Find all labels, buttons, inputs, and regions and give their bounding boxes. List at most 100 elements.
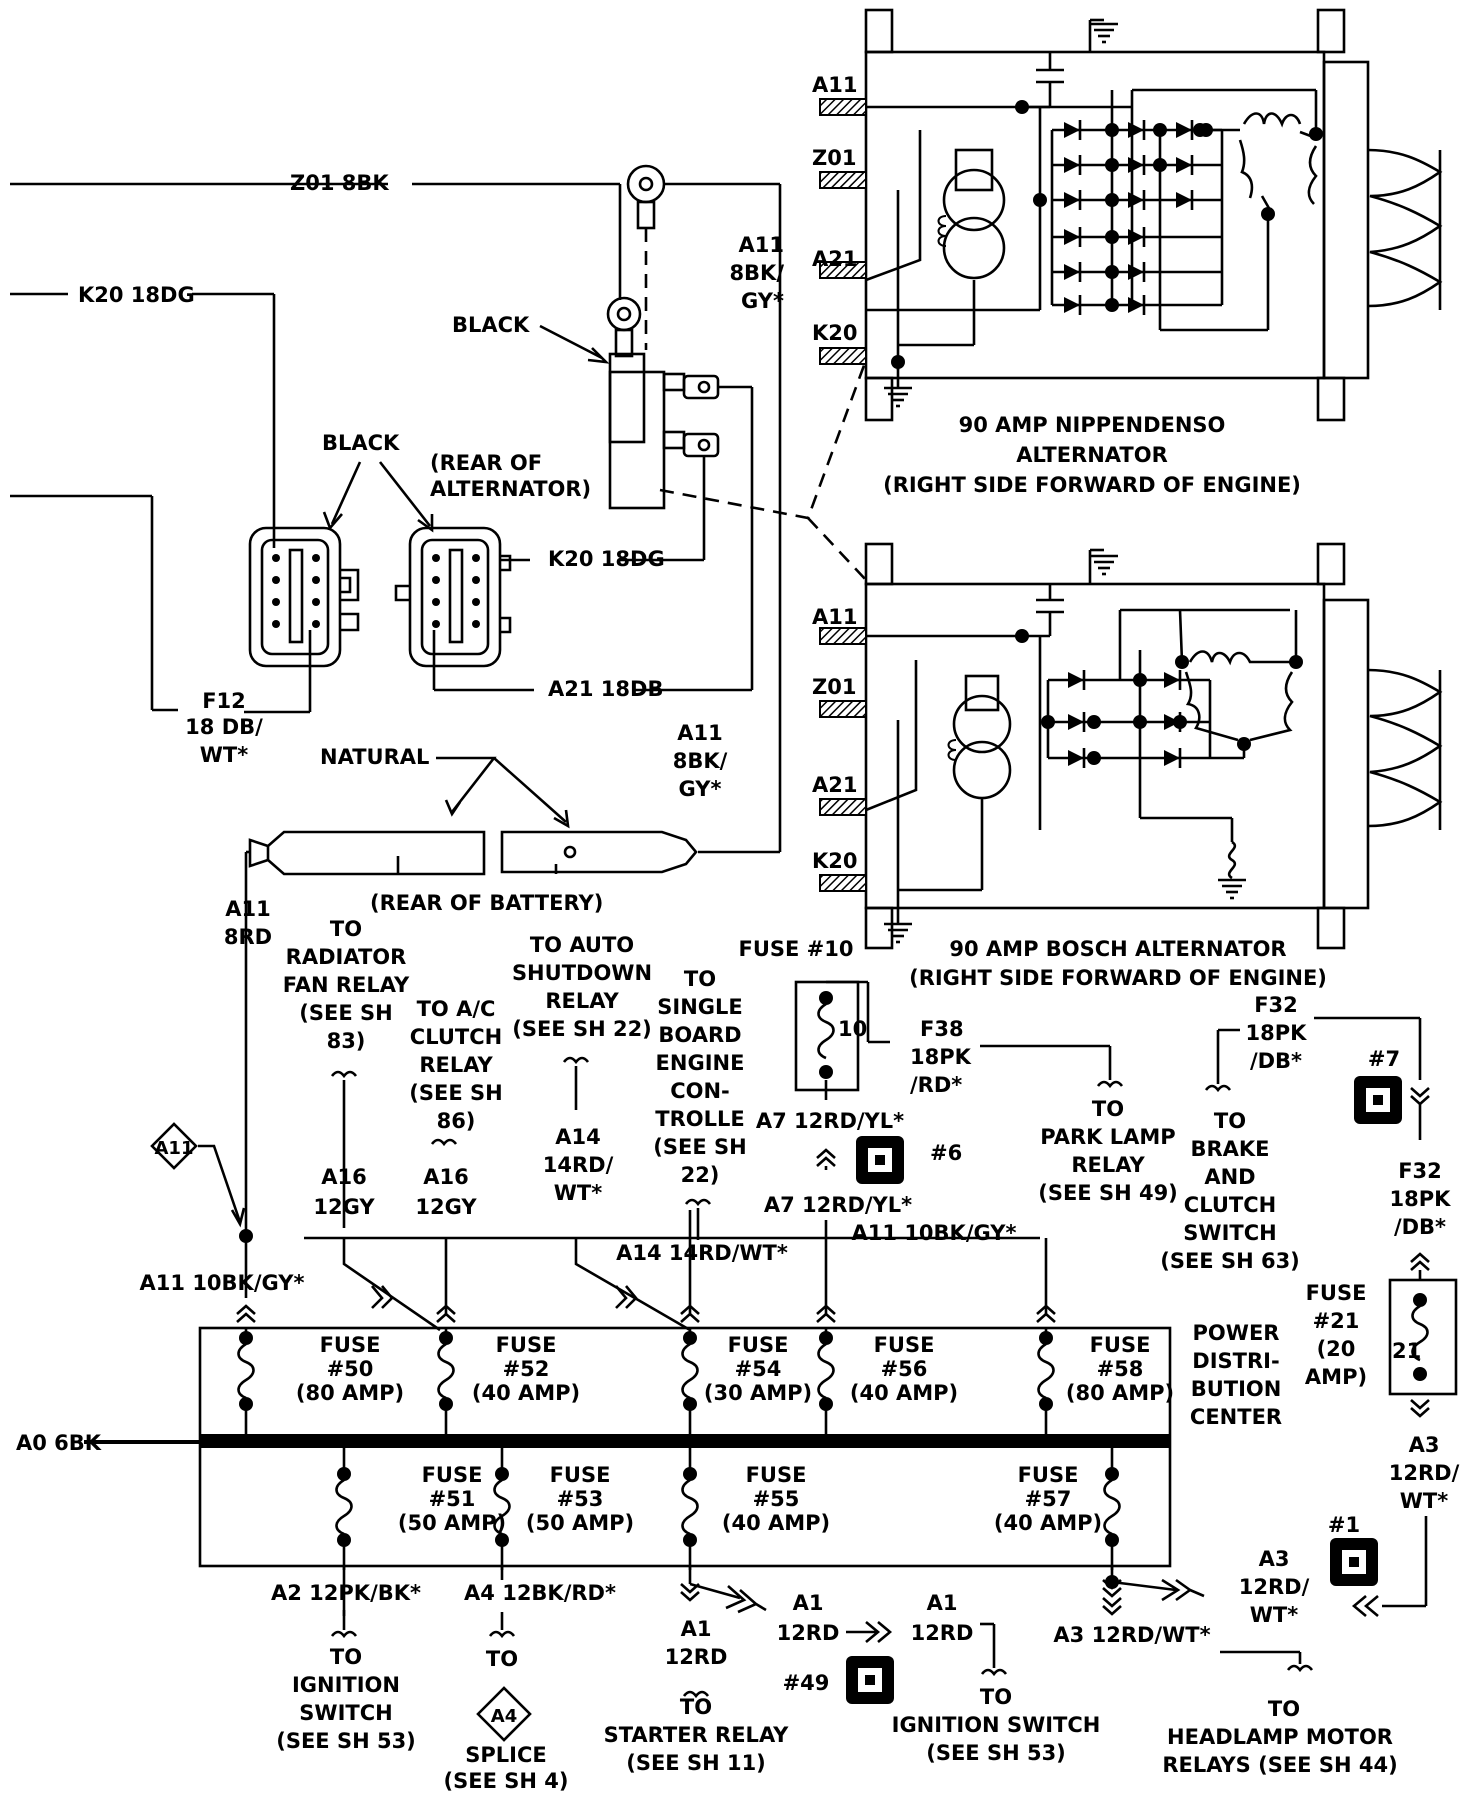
wire-a11-10bk-right: A11 10BK/GY* bbox=[852, 1221, 1017, 1245]
fuse-bottom-1-text-2: (50 AMP) bbox=[526, 1511, 634, 1535]
fuse-top-1-text-0: FUSE bbox=[496, 1333, 557, 1357]
pdc-label-4: CENTER bbox=[1190, 1405, 1282, 1429]
wire-a16-2-2: 12GY bbox=[415, 1195, 477, 1219]
wire-k20-conn: K20 18DG bbox=[548, 547, 665, 571]
fuse-top-1-text-2: (40 AMP) bbox=[472, 1381, 580, 1405]
plug-left bbox=[248, 526, 360, 668]
fuse21-label-3: (20 bbox=[1317, 1337, 1356, 1361]
fuse-bottom-1-text-0: FUSE bbox=[550, 1463, 611, 1487]
splice-a4-icon: A4 bbox=[476, 1686, 532, 1742]
fuse-bottom-2-text-2: (40 AMP) bbox=[722, 1511, 830, 1535]
dest-starter-1: TO bbox=[680, 1695, 712, 1719]
dest-park-3: RELAY bbox=[1071, 1153, 1145, 1177]
connector-1-icon bbox=[1330, 1538, 1378, 1586]
fuse-row-bottom: FUSE#51(50 AMP)FUSE#53(50 AMP)FUSE#55(40… bbox=[335, 1448, 1121, 1570]
dest-sbec-2: SINGLE bbox=[657, 995, 742, 1019]
fuse-bottom-0-text-0: FUSE bbox=[422, 1463, 483, 1487]
dest-asd-4: (SEE SH 22) bbox=[512, 1017, 652, 1041]
fuse-bottom-2-text-1: #55 bbox=[753, 1487, 800, 1511]
fuse-top-3-text-0: FUSE bbox=[874, 1333, 935, 1357]
fuse-bottom-3-text-0: FUSE bbox=[1018, 1463, 1079, 1487]
dest-brake-1: TO bbox=[1214, 1109, 1246, 1133]
wire-f38-1: F38 bbox=[920, 1017, 964, 1041]
fuse-bottom-2: FUSE#55(40 AMP) bbox=[681, 1463, 830, 1570]
wire-a14-1-1: A14 bbox=[555, 1125, 600, 1149]
wire-a21-conn: A21 18DB bbox=[548, 677, 663, 701]
dest-asd-1: TO AUTO bbox=[530, 933, 634, 957]
dest-brake-2: BRAKE bbox=[1190, 1137, 1269, 1161]
pin-label-a11-top: A11 bbox=[812, 73, 857, 97]
fuse-bottom-0-text-1: #51 bbox=[429, 1487, 476, 1511]
dest-splice-3: (SEE SH 4) bbox=[444, 1769, 569, 1793]
wire-f32-2-3: /DB* bbox=[1394, 1215, 1446, 1239]
dest-radiator-2: RADIATOR bbox=[286, 945, 407, 969]
connector-49-icon bbox=[846, 1656, 894, 1704]
connector-6-label: #6 bbox=[930, 1141, 962, 1165]
pin-label-k20-top: K20 bbox=[812, 321, 858, 345]
dest-radiator-5: 83) bbox=[327, 1029, 366, 1053]
dest-ign1-2: IGNITION bbox=[292, 1673, 400, 1697]
dest-brake-6: (SEE SH 63) bbox=[1160, 1249, 1300, 1273]
label-fuse10: FUSE #10 bbox=[739, 937, 854, 961]
fuse21-label-1: FUSE bbox=[1306, 1281, 1367, 1305]
fuse-top-3-text-2: (40 AMP) bbox=[850, 1381, 958, 1405]
power-distribution-center bbox=[84, 1326, 1172, 1568]
wire-f12-2: 18 DB/ bbox=[185, 715, 263, 739]
wire-a3-mid-2: 12RD/ bbox=[1239, 1575, 1310, 1599]
dest-ac-5: 86) bbox=[437, 1109, 476, 1133]
dest-starter-2: STARTER RELAY bbox=[604, 1723, 790, 1747]
wire-a1-1-1: A1 bbox=[681, 1617, 712, 1641]
wire-a11-top-2: 8BK/ bbox=[729, 261, 784, 285]
dest-brake-3: AND bbox=[1204, 1165, 1255, 1189]
fuse-top-2: FUSE#54(30 AMP) bbox=[681, 1331, 812, 1434]
wire-f32-1-3: /DB* bbox=[1250, 1049, 1302, 1073]
dest-headlamp-3: RELAYS (SEE SH 44) bbox=[1162, 1753, 1397, 1777]
fuse-top-1-text-1: #52 bbox=[503, 1357, 550, 1381]
dest-asd-2: SHUTDOWN bbox=[512, 961, 652, 985]
dest-ign2-1: TO bbox=[980, 1685, 1012, 1709]
dest-sbec-5: CON- bbox=[670, 1079, 730, 1103]
dest-park-4: (SEE SH 49) bbox=[1038, 1181, 1178, 1205]
wire-a11-10bk-left: A11 10BK/GY* bbox=[140, 1271, 305, 1295]
fuse-top-4-text-2: (80 AMP) bbox=[1066, 1381, 1174, 1405]
wire-a16-1-2: 12GY bbox=[313, 1195, 375, 1219]
splice-a11-icon: A11 bbox=[150, 1122, 198, 1170]
dest-ign2-3: (SEE SH 53) bbox=[926, 1741, 1066, 1765]
dest-radiator-4: (SEE SH bbox=[299, 1001, 392, 1025]
label-black-2: BLACK bbox=[322, 431, 400, 455]
pin-label-z01-bot: Z01 bbox=[812, 675, 856, 699]
fuse-bottom-0-text-2: (50 AMP) bbox=[398, 1511, 506, 1535]
fuse21-label-4: AMP) bbox=[1305, 1365, 1367, 1389]
wire-a1-2-1: A1 bbox=[793, 1591, 824, 1615]
alternator-bosch bbox=[819, 542, 1443, 950]
dest-ac-2: CLUTCH bbox=[410, 1025, 502, 1049]
dest-ign1-3: SWITCH bbox=[299, 1701, 392, 1725]
dest-radiator-1: TO bbox=[330, 917, 362, 941]
plug-right bbox=[394, 526, 512, 668]
fuse-top-0-text-1: #50 bbox=[327, 1357, 374, 1381]
label-black-1: BLACK bbox=[452, 313, 530, 337]
dest-sbec-3: BOARD bbox=[658, 1023, 741, 1047]
connector-7-label: #7 bbox=[1368, 1047, 1400, 1071]
dest-brake-5: SWITCH bbox=[1183, 1221, 1276, 1245]
dest-headlamp-1: TO bbox=[1268, 1697, 1300, 1721]
fuse-row-top: FUSE#50(80 AMP)FUSE#52(40 AMP)FUSE#54(30… bbox=[237, 1328, 1174, 1434]
fuse-10: 10 bbox=[794, 980, 890, 1092]
wire-f38-3: /RD* bbox=[910, 1073, 962, 1097]
fuse10-number: 10 bbox=[838, 1017, 867, 1041]
wire-a11-top-1: A11 bbox=[739, 233, 784, 257]
wire-a3-right-2: 12RD/ bbox=[1389, 1461, 1460, 1485]
fuse-bottom-3: FUSE#57(40 AMP) bbox=[994, 1463, 1121, 1570]
wire-a3-bottom: A3 12RD/WT* bbox=[1053, 1623, 1210, 1647]
fuse-21: 21 bbox=[1388, 1278, 1458, 1396]
pin-label-a21-bot: A21 bbox=[812, 773, 857, 797]
pin-label-k20-bot: K20 bbox=[812, 849, 858, 873]
wire-f32-1-2: 18PK bbox=[1246, 1021, 1308, 1045]
fuse-bottom-3-text-1: #57 bbox=[1025, 1487, 1072, 1511]
battery-connectors bbox=[248, 830, 698, 876]
wire-a1-3-2: 12RD bbox=[911, 1621, 974, 1645]
dest-asd-3: RELAY bbox=[545, 989, 619, 1013]
alt1-title-line3: (RIGHT SIDE FORWARD OF ENGINE) bbox=[883, 473, 1301, 497]
fuse-top-0-text-0: FUSE bbox=[320, 1333, 381, 1357]
wire-a11-8rd-2: 8RD bbox=[224, 925, 272, 949]
